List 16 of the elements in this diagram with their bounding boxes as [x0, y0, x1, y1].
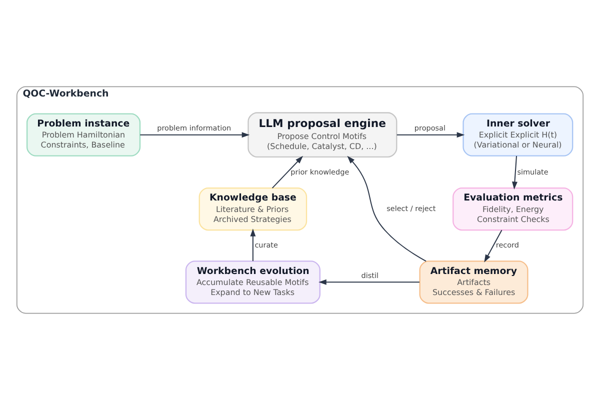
edge-label: simulate: [517, 167, 548, 176]
arrow: [484, 230, 502, 262]
arrow: [347, 156, 426, 262]
edge-label: prior knowledge: [290, 167, 350, 176]
arrow: [272, 156, 304, 188]
arrow: [396, 132, 465, 138]
arrow: [512, 156, 518, 190]
arrow: [250, 228, 256, 262]
edge-label: select / reject: [386, 204, 436, 213]
edge-label: problem information: [157, 123, 232, 132]
edge-label: proposal: [414, 123, 446, 132]
arrow: [318, 279, 420, 285]
edge-label: distil: [361, 270, 378, 280]
arrow: [140, 132, 250, 138]
edge-label: record: [496, 240, 519, 250]
edge-label: curate: [254, 240, 278, 250]
